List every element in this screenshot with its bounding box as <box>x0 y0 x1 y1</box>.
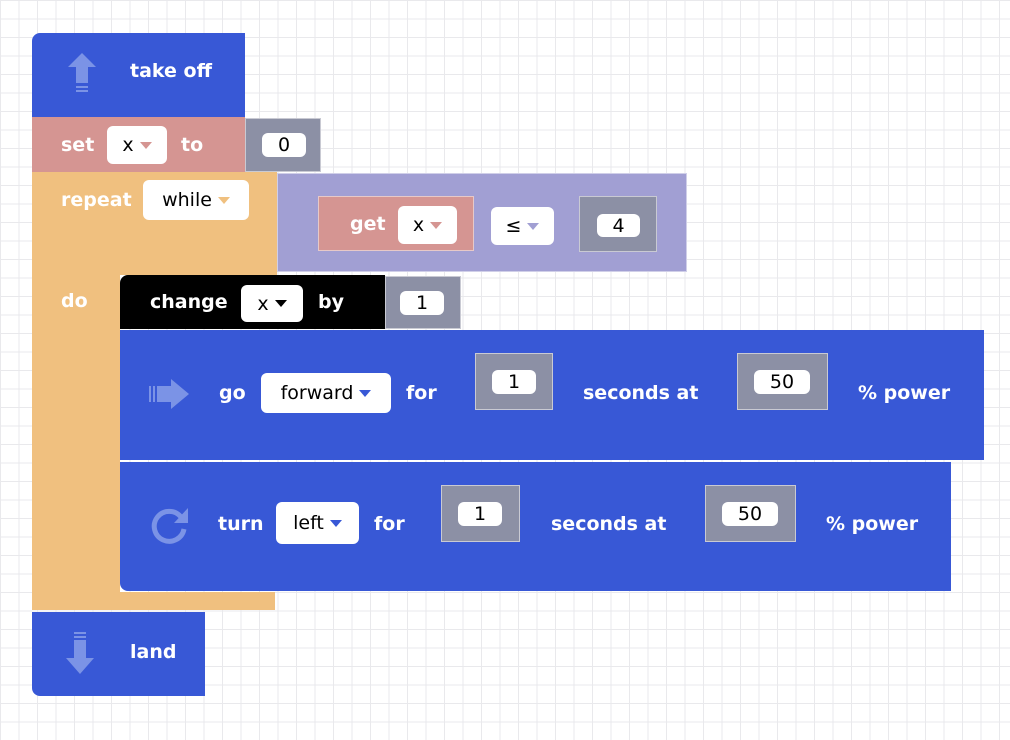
power-input[interactable]: 50 <box>722 502 778 526</box>
do-label: do <box>61 290 88 312</box>
get-label: get <box>350 213 386 235</box>
power-input[interactable]: 50 <box>754 370 810 394</box>
chevron-down-icon <box>139 141 152 149</box>
for-label: for <box>374 513 405 535</box>
number-input[interactable]: 1 <box>400 291 444 315</box>
arrow-up-icon <box>68 53 96 92</box>
rotate-icon <box>151 508 188 544</box>
seconds-at-label: seconds at <box>551 513 667 535</box>
direction-value: forward <box>280 382 354 404</box>
duration-block[interactable]: 1 <box>475 353 553 410</box>
get-variable-block[interactable]: get x <box>318 196 474 251</box>
for-label: for <box>406 382 437 404</box>
number-input[interactable]: 0 <box>262 133 306 157</box>
take-off-label: take off <box>130 60 212 82</box>
chevron-down-icon <box>527 222 540 230</box>
power-block[interactable]: 50 <box>737 353 828 410</box>
repeat-mode-dropdown[interactable]: while <box>143 180 249 220</box>
set-label: set <box>61 134 95 156</box>
variable-dropdown[interactable]: x <box>398 206 457 244</box>
operator-value: ≤ <box>505 215 522 237</box>
number-input[interactable]: 4 <box>597 214 640 237</box>
chevron-down-icon <box>430 221 443 229</box>
chevron-down-icon <box>329 519 342 527</box>
variable-value: x <box>257 292 269 315</box>
power-block[interactable]: 50 <box>705 485 796 542</box>
duration-input[interactable]: 1 <box>492 370 536 394</box>
change-variable-block[interactable]: change x by <box>120 275 385 329</box>
seconds-at-label: seconds at <box>583 382 699 404</box>
variable-value: x <box>122 134 134 156</box>
direction-dropdown[interactable]: left <box>276 502 359 544</box>
repeat-while-block[interactable]: repeat while <box>32 172 277 275</box>
repeat-label: repeat <box>61 189 132 211</box>
turn-block[interactable]: turn left for 1 seconds at 50 % power <box>120 462 951 591</box>
repeat-mode-value: while <box>162 189 212 211</box>
duration-input[interactable]: 1 <box>458 502 502 526</box>
variable-dropdown[interactable]: x <box>241 285 303 322</box>
variable-value: x <box>412 214 425 236</box>
power-label: % power <box>826 513 919 535</box>
arrow-right-icon <box>149 379 189 409</box>
variable-dropdown[interactable]: x <box>107 126 167 164</box>
repeat-block-arm: do <box>32 275 120 592</box>
to-label: to <box>181 134 204 156</box>
number-block[interactable]: 4 <box>579 196 657 252</box>
chevron-down-icon <box>217 196 230 204</box>
chevron-down-icon <box>359 389 372 397</box>
number-block[interactable]: 0 <box>245 118 321 172</box>
power-label: % power <box>858 382 951 404</box>
by-label: by <box>318 291 344 313</box>
land-label: land <box>130 641 177 663</box>
take-off-block[interactable]: take off <box>32 33 245 117</box>
direction-dropdown[interactable]: forward <box>261 373 391 413</box>
set-variable-block[interactable]: set x to <box>32 117 245 172</box>
operator-dropdown[interactable]: ≤ <box>491 207 554 245</box>
direction-value: left <box>293 512 324 534</box>
go-block[interactable]: go forward for 1 seconds at 50 % power <box>120 330 984 460</box>
compare-block[interactable]: get x ≤ 4 <box>277 173 687 272</box>
change-label: change <box>150 291 228 313</box>
land-block[interactable]: land <box>32 612 205 696</box>
arrow-down-icon <box>66 632 94 674</box>
turn-label: turn <box>218 513 264 535</box>
chevron-down-icon <box>274 300 287 307</box>
duration-block[interactable]: 1 <box>441 485 520 542</box>
go-label: go <box>219 382 246 404</box>
number-block[interactable]: 1 <box>385 276 461 329</box>
repeat-block-footer <box>32 592 275 610</box>
